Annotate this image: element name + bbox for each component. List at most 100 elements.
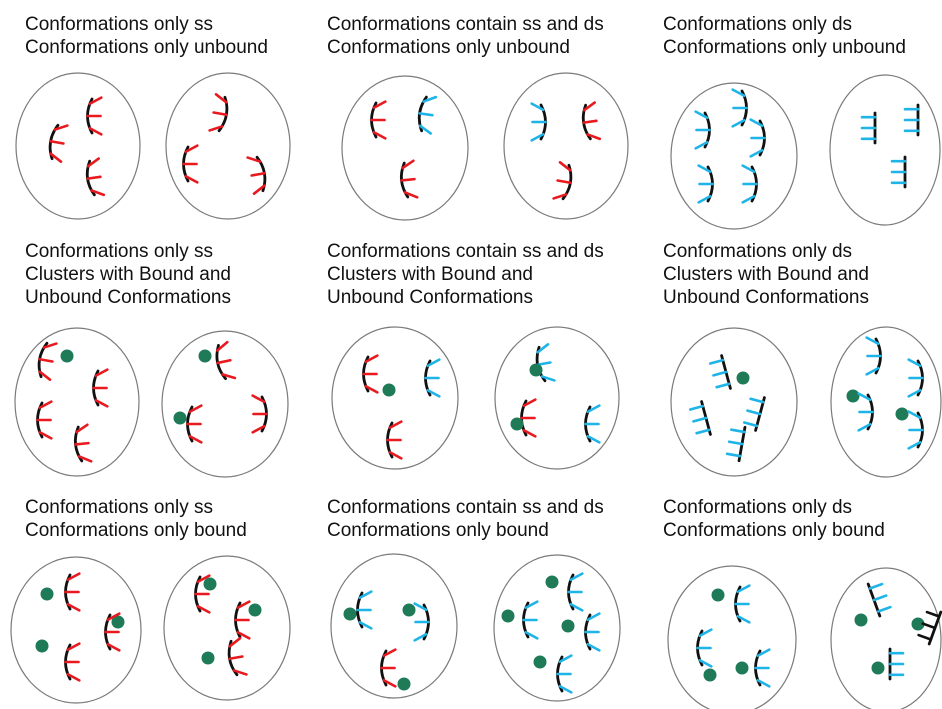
cell-outline bbox=[503, 72, 629, 220]
ligand-dot bbox=[35, 639, 49, 653]
strand-tick bbox=[358, 620, 373, 630]
label-line: Conformations contain ss and ds bbox=[327, 241, 604, 262]
ligand-dot bbox=[846, 389, 860, 403]
cell-outline bbox=[163, 555, 291, 701]
ligand-dot bbox=[735, 661, 749, 675]
panel-label: Conformations only ds Clusters with Boun… bbox=[663, 240, 869, 309]
strand-tick bbox=[522, 398, 537, 408]
conformation-strand bbox=[741, 164, 758, 204]
strand-tick bbox=[536, 343, 550, 354]
strand-tick bbox=[552, 193, 568, 200]
strand-tick bbox=[49, 152, 63, 163]
conformation-strand bbox=[36, 400, 53, 440]
conformation-strand bbox=[696, 628, 713, 668]
strand-tick bbox=[741, 194, 756, 204]
strand-tick bbox=[188, 434, 203, 444]
strand-tick bbox=[524, 630, 539, 640]
conformation-strand bbox=[417, 95, 438, 135]
conformation-strand bbox=[708, 354, 732, 390]
conformation-strand bbox=[234, 600, 251, 640]
strand-tick bbox=[188, 404, 203, 414]
strand-tick bbox=[196, 574, 211, 584]
conformation-strand bbox=[413, 602, 430, 642]
ligand-dot bbox=[561, 619, 575, 633]
strand-tick bbox=[731, 118, 746, 128]
strand-tick bbox=[75, 423, 89, 434]
strand-tick bbox=[736, 584, 751, 594]
conformation-strand bbox=[888, 647, 905, 681]
conformation-strand bbox=[725, 425, 747, 463]
ligand-dot bbox=[402, 603, 416, 617]
conformation-strand bbox=[581, 101, 602, 141]
conformation-strand bbox=[860, 111, 877, 145]
conformation-strand bbox=[246, 155, 267, 195]
conformation-strand bbox=[754, 648, 771, 688]
strand-tick bbox=[38, 357, 54, 363]
conformation-strand bbox=[92, 368, 109, 408]
cell-outline bbox=[165, 72, 291, 220]
conformation-strand bbox=[530, 102, 547, 142]
cell-outline bbox=[830, 326, 942, 478]
label-line: Conformations only bound bbox=[663, 520, 885, 541]
strand-tick bbox=[756, 678, 771, 688]
strand-tick bbox=[196, 604, 211, 614]
strand-tick bbox=[540, 375, 556, 382]
conformation-strand bbox=[104, 612, 121, 652]
strand-tick bbox=[582, 119, 598, 124]
conformation-strand bbox=[186, 404, 203, 444]
conformation-strand bbox=[182, 144, 199, 184]
strand-tick bbox=[530, 102, 545, 112]
cell-outline bbox=[667, 565, 797, 709]
strand-tick bbox=[746, 409, 762, 416]
strand-tick bbox=[697, 164, 712, 174]
strand-tick bbox=[236, 600, 251, 610]
strand-tick bbox=[742, 421, 759, 428]
conformation-strand bbox=[424, 358, 441, 398]
strand-tick bbox=[184, 144, 199, 154]
strand-tick bbox=[426, 388, 441, 398]
label-line: Clusters with Bound and bbox=[25, 264, 231, 285]
strand-tick bbox=[88, 96, 103, 106]
conformation-strand bbox=[194, 574, 211, 614]
strand-tick bbox=[66, 602, 81, 612]
strand-tick bbox=[53, 124, 69, 131]
strand-tick bbox=[586, 404, 601, 414]
strand-tick bbox=[388, 450, 403, 460]
strand-tick bbox=[228, 655, 244, 661]
conformation-strand bbox=[734, 584, 751, 624]
panel-label: Conformations only ds Conformations only… bbox=[663, 13, 906, 59]
ligand-dot bbox=[736, 371, 750, 385]
label-line: Conformations only unbound bbox=[327, 37, 570, 58]
ligand-dot bbox=[198, 349, 212, 363]
conformation-strand bbox=[890, 155, 907, 189]
strand-tick bbox=[216, 358, 232, 365]
panel-label: Conformations only ss Conformations only… bbox=[25, 496, 247, 542]
strand-tick bbox=[251, 424, 266, 434]
strand-tick bbox=[38, 370, 52, 381]
strand-tick bbox=[694, 140, 709, 150]
strand-tick bbox=[876, 605, 892, 613]
strand-tick bbox=[372, 130, 387, 140]
strand-tick bbox=[695, 428, 711, 435]
ligand-dot bbox=[854, 613, 868, 627]
strand-tick bbox=[221, 373, 237, 380]
ligand-dot bbox=[60, 349, 74, 363]
ligand-dot bbox=[343, 607, 357, 621]
conformation-strand bbox=[903, 103, 920, 137]
label-line: Clusters with Bound and bbox=[327, 264, 533, 285]
strand-tick bbox=[725, 452, 742, 458]
strand-tick bbox=[246, 156, 262, 163]
strand-tick bbox=[77, 455, 93, 463]
strand-tick bbox=[418, 112, 434, 117]
strand-tick bbox=[426, 358, 441, 368]
strand-tick bbox=[586, 612, 601, 622]
strand-tick bbox=[401, 159, 415, 170]
strand-tick bbox=[382, 678, 397, 688]
strand-tick bbox=[917, 633, 933, 641]
strand-tick bbox=[66, 642, 81, 652]
strand-tick bbox=[214, 93, 228, 104]
conformation-strand bbox=[552, 161, 573, 201]
strand-tick bbox=[586, 642, 601, 652]
conformation-strand bbox=[857, 392, 874, 432]
strand-tick bbox=[388, 420, 403, 430]
